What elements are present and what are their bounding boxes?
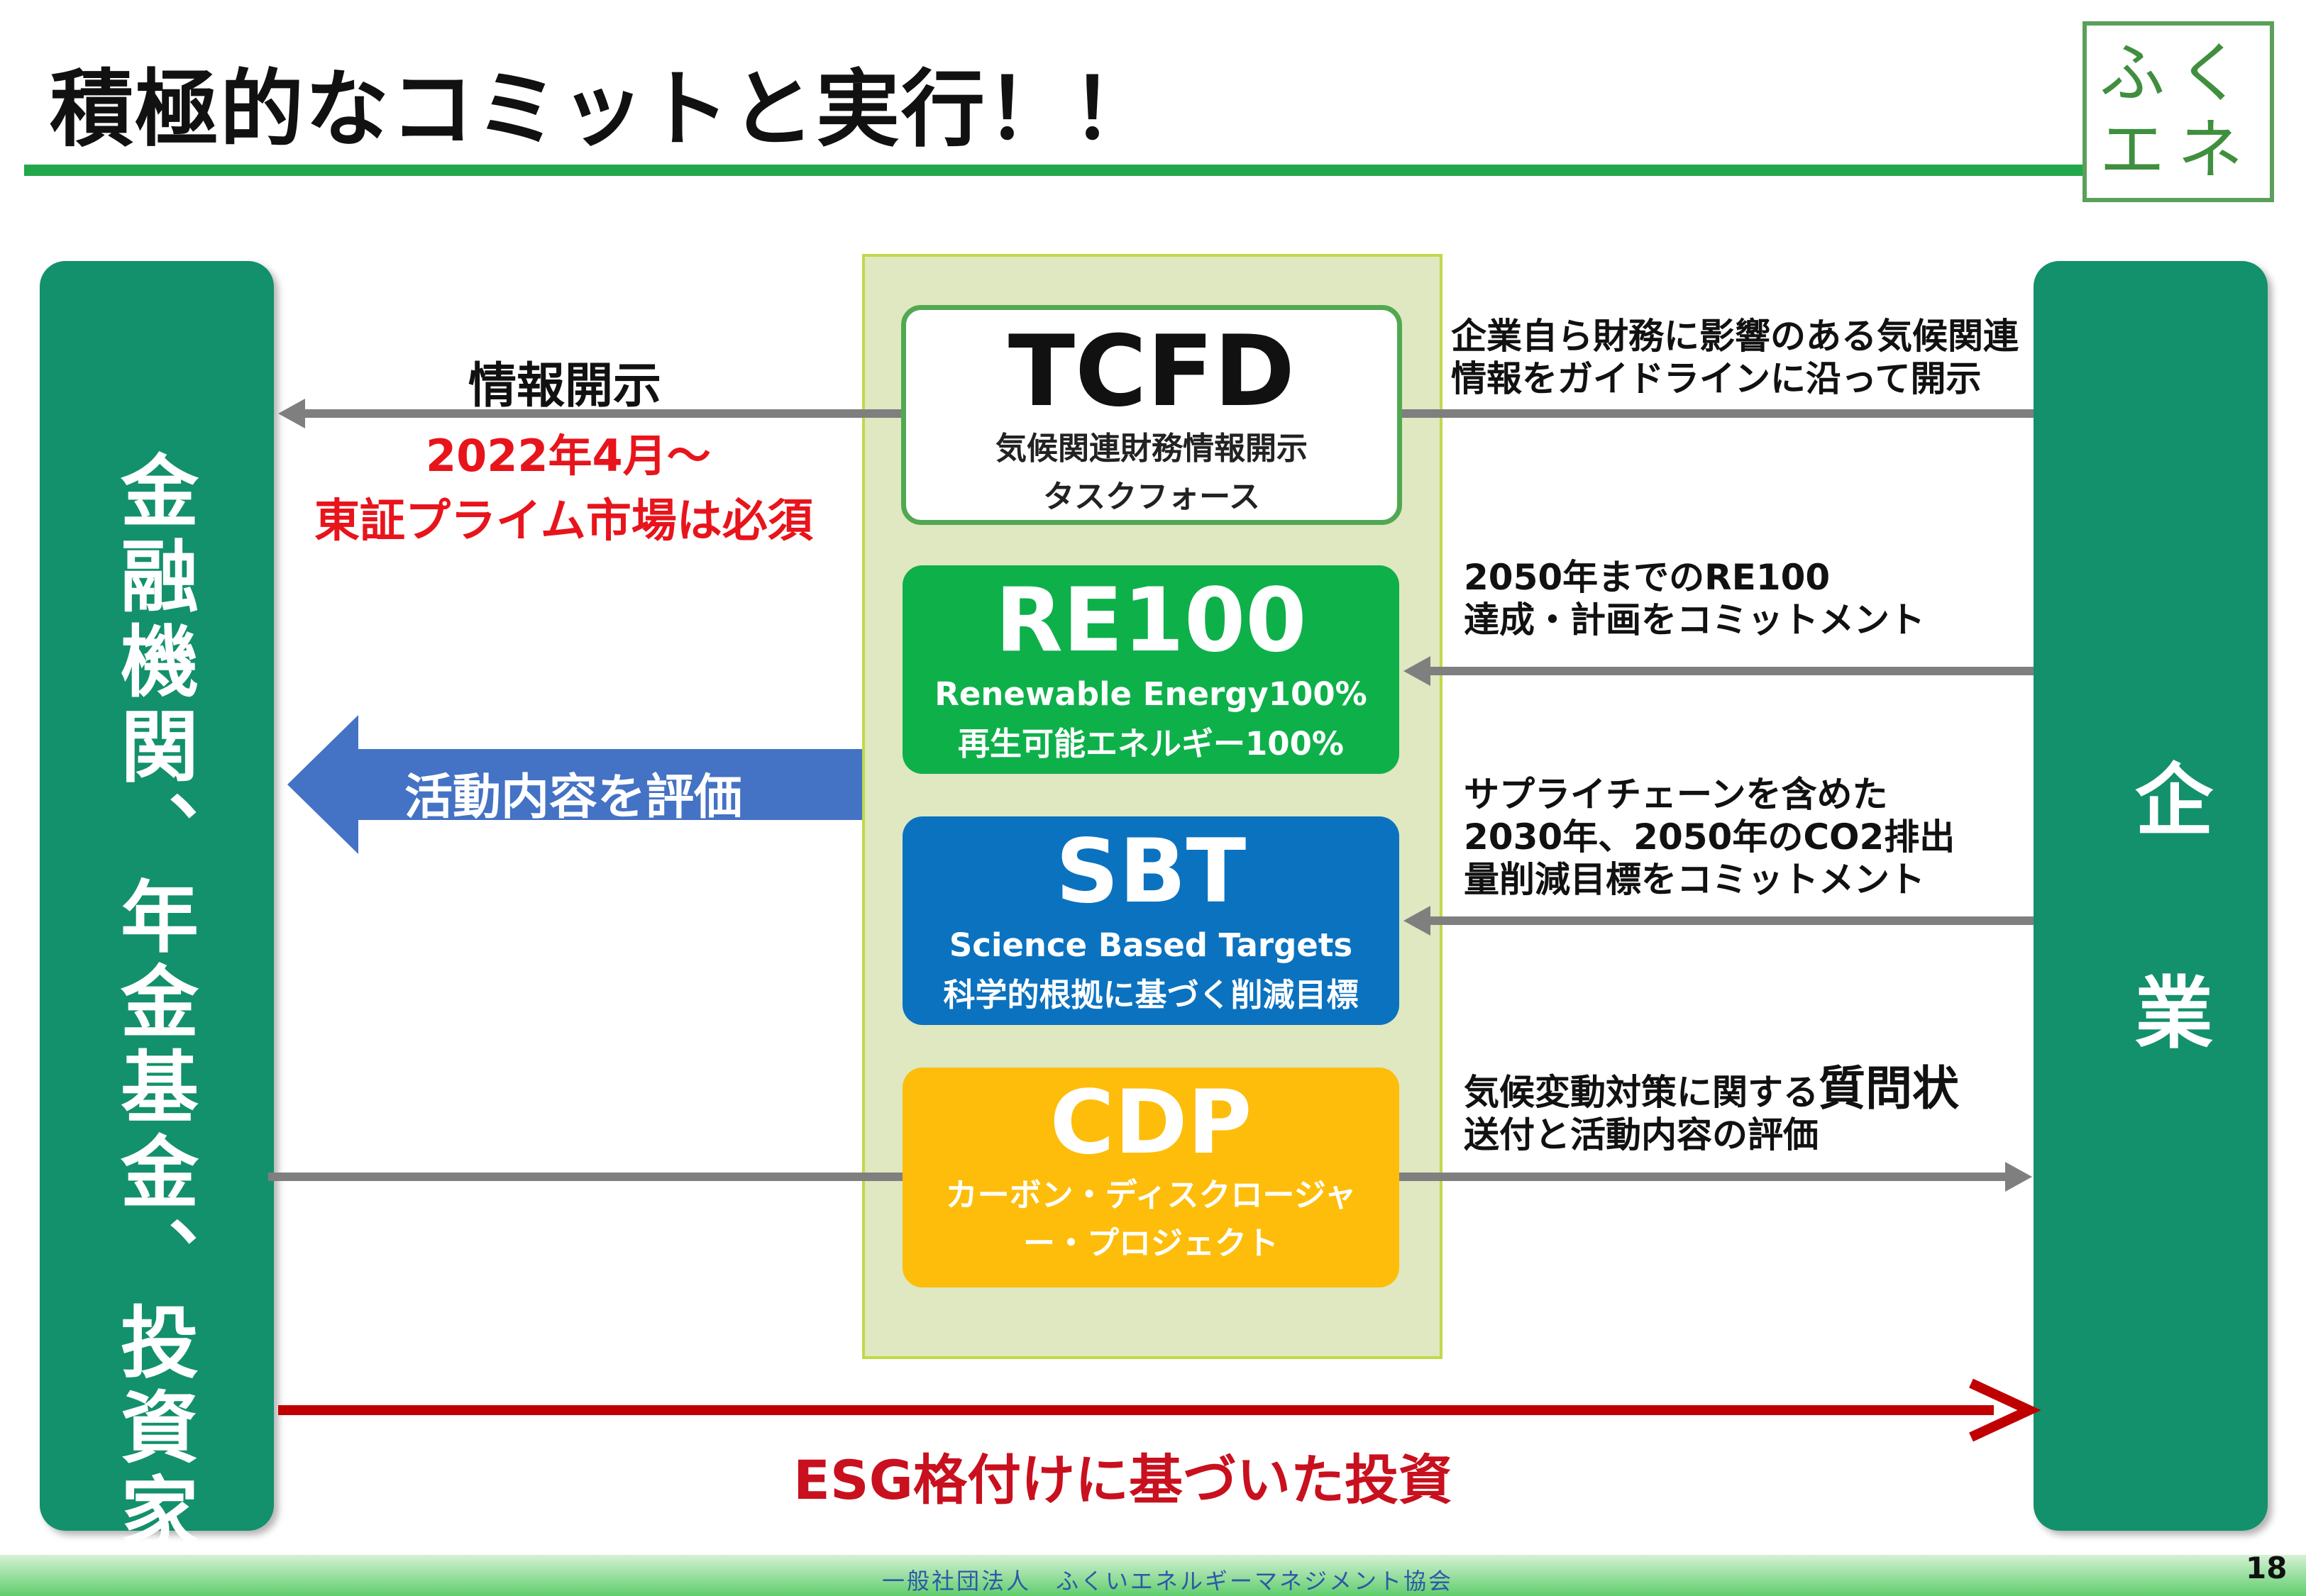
cdp-subtitle-2: ー・プロジェクト	[1022, 1224, 1279, 1262]
cdp-card: CDP カーボン・ディスクロージャ ー・プロジェクト	[903, 1068, 1399, 1287]
re100-subtitle-2: 再生可能エネルギー100%	[957, 725, 1345, 763]
esg-investment-label: ESG格付けに基づいた投資	[793, 1448, 1453, 1512]
cdp-note-line-1a: 気候変動対策に関する	[1464, 1072, 1819, 1113]
sbt-note-line-1: サプライチェーンを含めた	[1464, 774, 1888, 815]
cdp-note-line-2: 送付と活動内容の評価	[1464, 1114, 1819, 1156]
logo-line-1: ふく	[2100, 35, 2256, 111]
tcfd-subtitle-2: タスクフォース	[1043, 479, 1260, 515]
sbt-note-line-3: 量削減目標をコミットメント	[1464, 859, 1925, 900]
cdp-title: CDP	[1049, 1072, 1252, 1174]
sbt-subtitle-1: Science Based Targets	[949, 926, 1353, 964]
tcfd-note-line-1: 企業自ら財務に影響のある気候関連	[1451, 316, 2019, 357]
re100-subtitle-1: Renewable Energy100%	[934, 675, 1367, 713]
tcfd-card: TCFD 気候関連財務情報開示 タスクフォース	[901, 305, 1402, 525]
re100-note-line-2: 達成・計画をコミットメント	[1464, 599, 1925, 641]
page-title: 積極的なコミットと実行！！	[50, 60, 1157, 158]
re100-note: 2050年までのRE100 達成・計画をコミットメント	[1464, 556, 1925, 641]
logo-line-2: エネ	[2100, 112, 2256, 188]
tcfd-note: 企業自ら財務に影響のある気候関連 情報をガイドラインに沿って開示	[1451, 315, 2019, 400]
cdp-note-line-1: 気候変動対策に関する質問状	[1464, 1065, 1959, 1114]
sbt-note: サプライチェーンを含めた 2030年、2050年のCO2排出 量削減目標をコミッ…	[1464, 773, 1955, 901]
investors-pillar	[40, 261, 274, 1531]
footer-organization: 一般社団法人 ふくいエネルギーマネジメント協会	[882, 1568, 1454, 1595]
disclosure-date: 2022年4月～	[426, 430, 711, 482]
cdp-subtitle-1: カーボン・ディスクロージャ	[945, 1176, 1357, 1214]
sbt-title: SBT	[1055, 821, 1247, 923]
re100-commit-arrow	[1403, 656, 2034, 686]
fukuene-logo: ふく エネ	[2082, 21, 2274, 202]
footer-bar	[0, 1555, 2306, 1596]
prime-market-note: 東証プライム市場は必須	[314, 495, 813, 548]
evaluation-label: 活動内容を評価	[404, 770, 743, 826]
title-underline	[24, 165, 2103, 176]
tcfd-note-line-2: 情報をガイドラインに沿って開示	[1451, 358, 1982, 399]
sbt-note-line-2: 2030年、2050年のCO2排出	[1464, 816, 1955, 858]
investors-label: 金融機関、年金基金、投資家	[107, 450, 198, 1557]
re100-card: RE100 Renewable Energy100% 再生可能エネルギー100%	[903, 565, 1399, 774]
re100-title: RE100	[995, 570, 1307, 672]
page-number: 18	[2246, 1551, 2288, 1585]
companies-label: 企業	[2122, 759, 2212, 1185]
cdp-note-questionnaire: 質問状	[1819, 1061, 1959, 1116]
sbt-card: SBT Science Based Targets 科学的根拠に基づく削減目標	[903, 816, 1399, 1025]
sbt-commit-arrow	[1403, 906, 2034, 936]
esg-investment-arrow	[278, 1378, 2041, 1442]
sbt-subtitle-2: 科学的根拠に基づく削減目標	[943, 976, 1359, 1014]
cdp-note: 気候変動対策に関する質問状 送付と活動内容の評価	[1464, 1065, 1959, 1156]
disclosure-label: 情報開示	[468, 358, 662, 414]
companies-pillar	[2034, 261, 2268, 1531]
tcfd-subtitle-1: 気候関連財務情報開示	[995, 431, 1308, 467]
re100-note-line-1: 2050年までのRE100	[1464, 557, 1831, 598]
evaluation-arrow	[287, 715, 862, 854]
tcfd-title: TCFD	[1008, 314, 1296, 428]
